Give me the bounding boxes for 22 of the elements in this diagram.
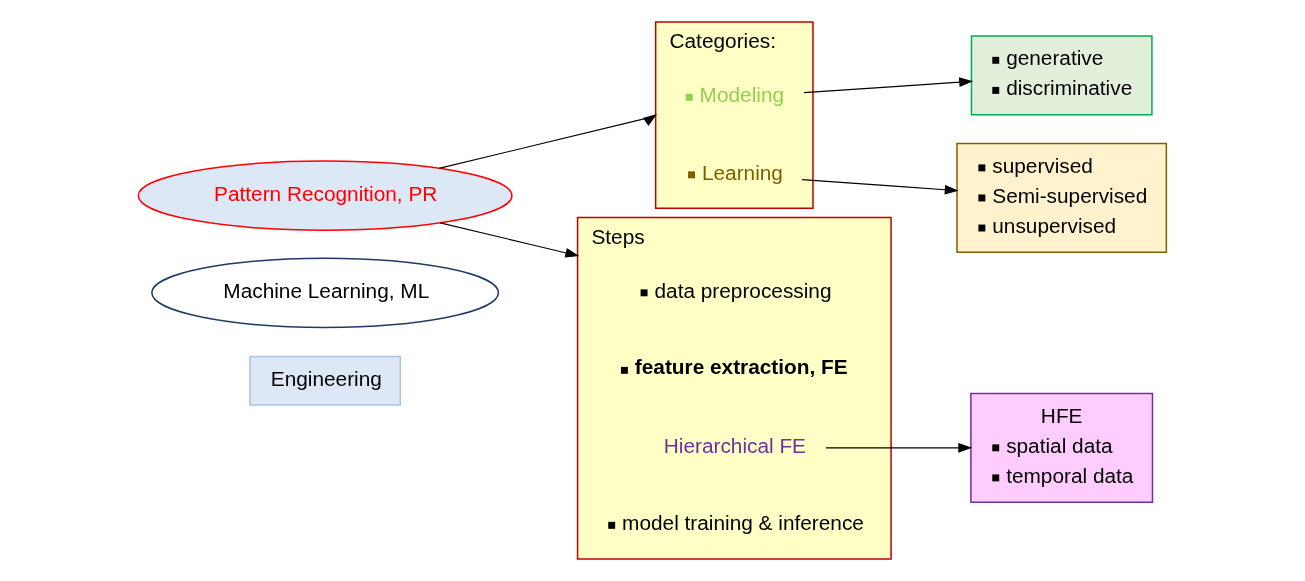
node-box: HFE spatial data temporal data [970, 392, 1154, 503]
node-box [620, 366, 628, 374]
node-box [688, 171, 695, 179]
node-label: Learning [701, 160, 783, 184]
node-label: Modeling [699, 83, 785, 107]
arrow [801, 179, 959, 195]
node-label: model training & inference [622, 511, 864, 535]
node-box: Engineering [249, 355, 402, 406]
arrow [439, 222, 580, 258]
node-box [685, 93, 693, 101]
node-box [640, 289, 648, 297]
node-box: generative discriminative [970, 35, 1153, 116]
arrow [825, 442, 973, 453]
node-ellipse: Pattern Recognition, PR [137, 160, 513, 231]
node-ellipse: Machine Learning, ML [151, 257, 500, 329]
node-label: feature extraction, FE [634, 355, 848, 379]
node-label: data preprocessing [654, 278, 832, 302]
node-box: supervised Semi-supervised unsupervised [956, 142, 1168, 254]
arrow [803, 77, 974, 94]
arrow [438, 114, 658, 169]
node-text: Hierarchical FE [663, 433, 807, 457]
node-box [608, 521, 616, 529]
